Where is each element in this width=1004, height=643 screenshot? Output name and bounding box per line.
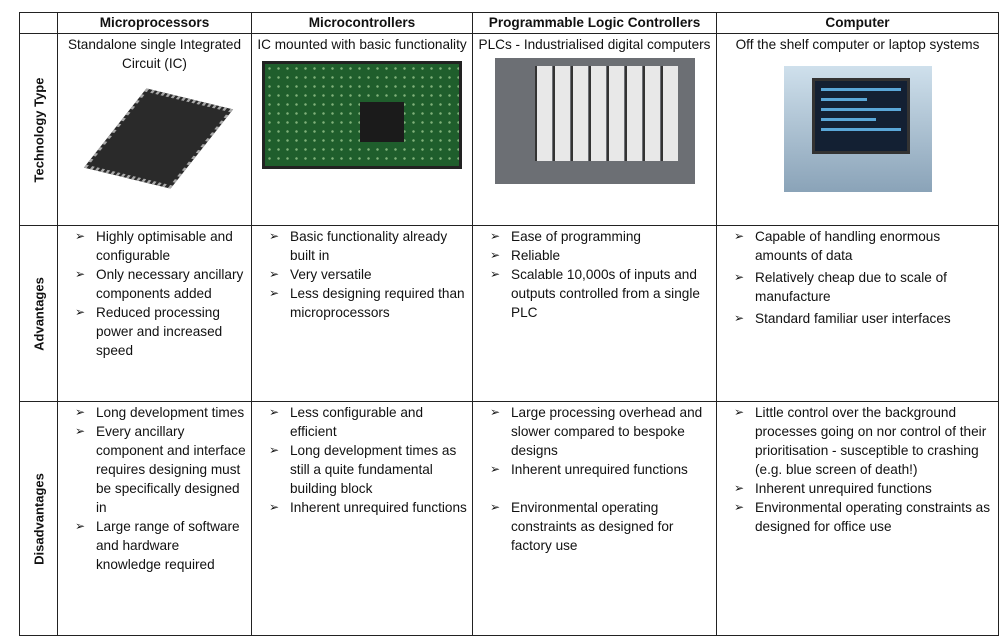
list-item: Inherent unrequired functions [269,498,468,517]
list-item: Less designing required than microproces… [269,284,468,322]
disadvantages-cell: Less configurable and efficientLong deve… [251,401,473,636]
header-plc: Programmable Logic Controllers [472,12,717,34]
header-computer: Computer [716,12,999,34]
tech-cell: Off the shelf computer or laptop systems [716,33,999,226]
list-item: Relatively cheap due to scale of manufac… [734,268,994,306]
list-item: Large range of software and hardware kno… [75,517,247,574]
plc-rack-image [494,58,695,184]
advantages-cell: Ease of programmingReliableScalable 10,0… [472,225,717,402]
list-item: Less configurable and efficient [269,403,468,441]
header-row: Microprocessors Microcontrollers Program… [19,12,999,34]
list-item: Scalable 10,000s of inputs and outputs c… [490,265,712,322]
disadvantages-cell: Little control over the background proce… [716,401,999,636]
corner-cell [19,12,58,34]
list-item: Environmental operating constraints as d… [734,498,994,536]
list-item: Basic functionality already built in [269,227,468,265]
list-item: Every ancillary component and interface … [75,422,247,517]
list-item: Inherent unrequired functions [734,479,994,498]
row-label-advantages: Advantages [19,225,58,402]
advantages-cell: Basic functionality already built inVery… [251,225,473,402]
list-item: Little control over the background proce… [734,403,994,479]
list-item: Very versatile [269,265,468,284]
row-label-disadvantages: Disadvantages [19,401,58,636]
tech-cell: Standalone single Integrated Circuit (IC… [57,33,252,226]
disadvantages-row: Disadvantages Long development timesEver… [19,401,999,636]
advantages-cell: Capable of handling enormous amounts of … [716,225,999,402]
advantages-cell: Highly optimisable and configurableOnly … [57,225,252,402]
list-item: Standard familiar user interfaces [734,309,994,328]
microcontroller-board-image [262,61,462,169]
list-item: Highly optimisable and configurable [75,227,247,265]
header-microcontrollers: Microcontrollers [251,12,473,34]
list-item: Capable of handling enormous amounts of … [734,227,994,265]
list-item: Inherent unrequired functions [490,460,712,479]
list-item: Reliable [490,246,712,265]
tech-cell: IC mounted with basic functionality [251,33,473,226]
disadvantages-cell: Large processing overhead and slower com… [472,401,717,636]
header-microprocessors: Microprocessors [57,12,252,34]
list-item: Ease of programming [490,227,712,246]
list-item: Reduced processing power and increased s… [75,303,247,360]
disadvantages-cell: Long development timesEvery ancillary co… [57,401,252,636]
advantages-row: Advantages Highly optimisable and config… [19,225,999,402]
row-label-technology-type: Technology Type [19,33,58,226]
list-item: Environmental operating constraints as d… [490,498,712,555]
technology-type-row: Technology Type Standalone single Integr… [19,33,999,226]
tech-cell: PLCs - Industrialised digital computers [472,33,717,226]
list-item: Only necessary ancillary components adde… [75,265,247,303]
comparison-table: Microprocessors Microcontrollers Program… [19,12,999,636]
list-item: Large processing overhead and slower com… [490,403,712,460]
list-item: Long development times as still a quite … [269,441,468,498]
laptop-image [783,66,932,192]
microprocessor-chip-image [83,80,233,190]
list-item: Long development times [75,403,247,422]
